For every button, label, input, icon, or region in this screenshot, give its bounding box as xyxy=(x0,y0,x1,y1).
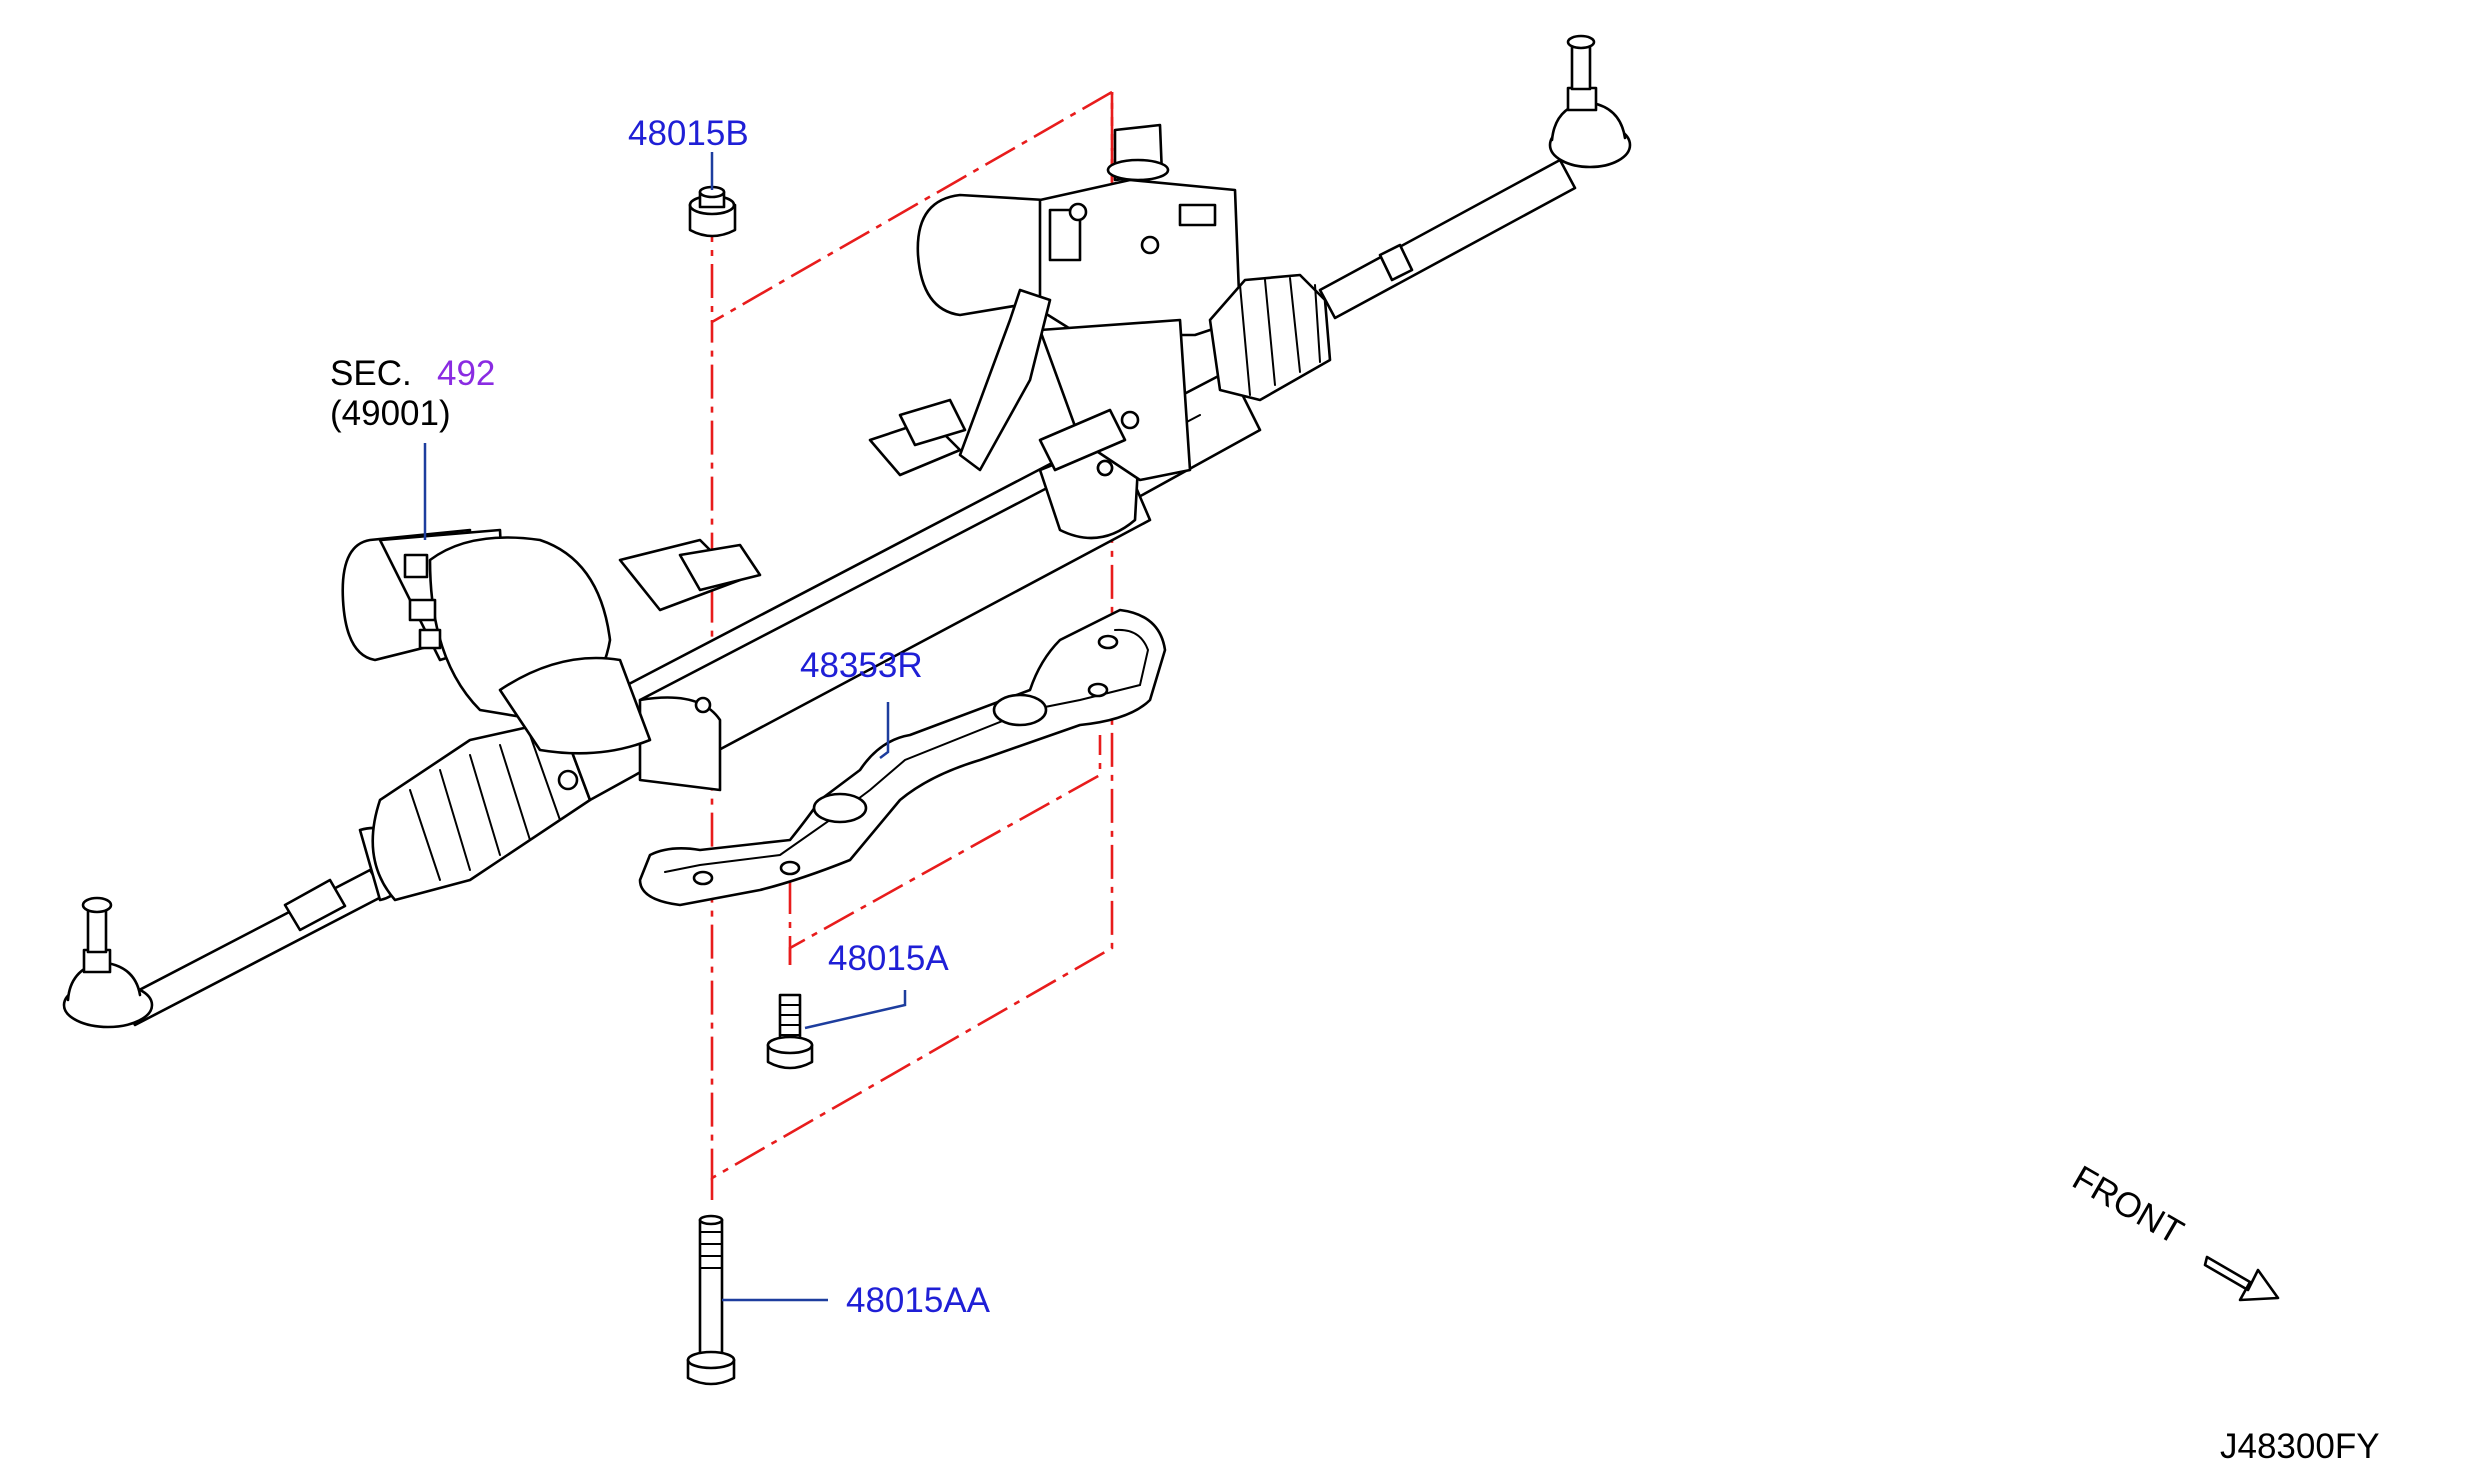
mounting-plate xyxy=(638,608,1167,907)
diagram-code: J48300FY xyxy=(2220,1427,2380,1466)
label-48015B: 48015B xyxy=(628,114,749,153)
front-arrow-icon xyxy=(2203,1255,2280,1302)
right-motor-unit xyxy=(868,123,1242,482)
label-sec: SEC. xyxy=(330,354,412,393)
front-label: FRONT xyxy=(2066,1158,2190,1252)
label-48015AA: 48015AA xyxy=(846,1281,991,1320)
right-tie-rod xyxy=(1318,158,1577,320)
label-49001: (49001) xyxy=(330,394,451,433)
bolt-48015A xyxy=(766,993,814,1070)
nut-48015B xyxy=(688,185,737,238)
bolt-48015AA xyxy=(686,1214,736,1386)
left-boot xyxy=(371,718,592,902)
left-motor-unit xyxy=(341,528,762,791)
left-tie-rod-end xyxy=(62,896,154,1029)
leader-lines xyxy=(423,152,907,1302)
left-tie-rod xyxy=(118,826,412,1027)
label-sec-492[interactable]: 492 xyxy=(437,354,495,393)
steering-gear-assembly xyxy=(62,34,1632,1029)
front-indicator: FRONT xyxy=(2066,1158,2280,1302)
right-boot xyxy=(1208,273,1332,402)
label-48015A: 48015A xyxy=(828,939,949,978)
label-48353R: 48353R xyxy=(800,646,923,685)
right-tie-rod-end xyxy=(1548,34,1632,169)
